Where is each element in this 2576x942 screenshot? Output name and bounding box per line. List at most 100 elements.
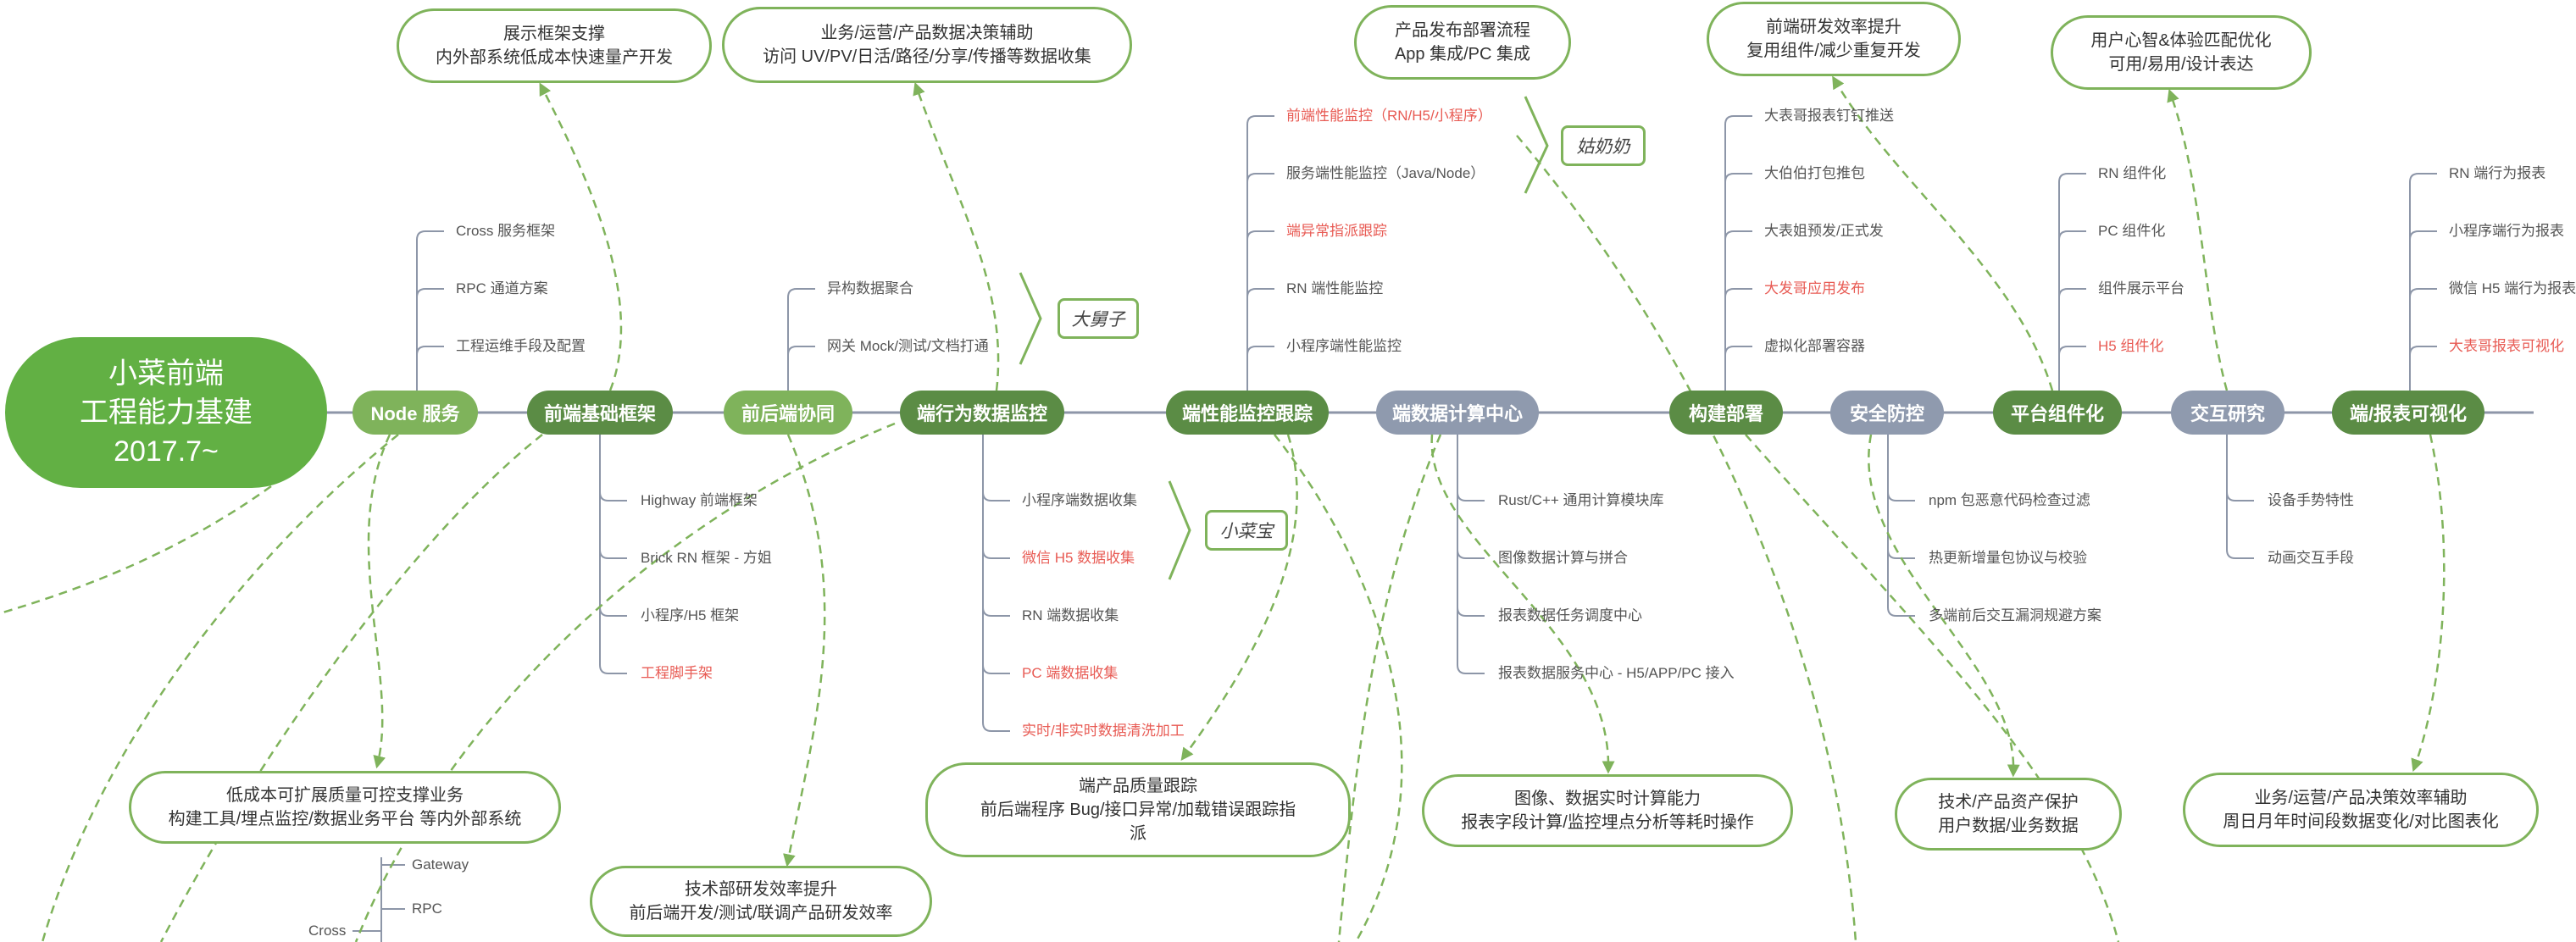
leaf-exception-track[interactable]: 端异常指派跟踪 xyxy=(1286,223,1387,239)
callout-decision-trend[interactable]: 业务/运营/产品决策效率辅助 周日月年时间段数据变化/对比图表化 xyxy=(2183,773,2539,847)
callout-quality-track[interactable]: 端产品质量跟踪 前后端程序 Bug/接口异常/加载错误跟踪指 派 xyxy=(925,762,1351,857)
callout-framework-support[interactable]: 展示框架支撑 内外部系统低成本快速量产开发 xyxy=(397,8,712,83)
branch-interaction-research[interactable]: 交互研究 xyxy=(2171,391,2285,435)
branch-behavior-monitor[interactable]: 端行为数据监控 xyxy=(900,391,1064,435)
callout-detail: 访问 UV/PV/日活/路径/分享/传播等数据收集 xyxy=(763,47,1091,66)
leaf-ops-config[interactable]: 工程运维手段及配置 xyxy=(456,338,586,354)
leaf-connector xyxy=(1246,173,1274,183)
callout-title: 产品发布部署流程 xyxy=(1395,21,1530,40)
leaf-connector xyxy=(599,549,627,559)
leaf-rust-cpp-lib[interactable]: Rust/C++ 通用计算模块库 xyxy=(1498,492,1664,508)
callout-low-cost[interactable]: 低成本可扩展质量可控支撑业务 构建工具/埋点监控/数据业务平台 等内外部系统 xyxy=(129,771,561,844)
leaf-rn-perf[interactable]: RN 端性能监控 xyxy=(1286,280,1384,296)
leaf-data-cleaning[interactable]: 实时/非实时数据清洗加工 xyxy=(1022,723,1185,739)
leaf-miniapp-collect[interactable]: 小程序端数据收集 xyxy=(1022,492,1137,508)
leaf-rn-components[interactable]: RN 组件化 xyxy=(2098,165,2167,181)
leaf-container[interactable]: 虚拟化部署容器 xyxy=(1764,338,1865,354)
branch-label: 前后端协同 xyxy=(741,403,835,424)
leaf-scaffold[interactable]: 工程脚手架 xyxy=(641,665,713,681)
dashed-link xyxy=(1337,434,1442,942)
leaf-connector xyxy=(1724,115,1752,125)
leaf-prerelease[interactable]: 大表姐预发/正式发 xyxy=(1764,223,1884,239)
sub-item-rpc[interactable]: RPC xyxy=(412,900,442,917)
dashed-link xyxy=(159,434,543,942)
leaf-connector xyxy=(1724,173,1752,183)
leaf-rpc-channel[interactable]: RPC 通道方案 xyxy=(456,280,548,296)
leaf-rn-report[interactable]: RN 端行为报表 xyxy=(2449,165,2546,181)
callout-detail: 前后端程序 Bug/接口异常/加载错误跟踪指 xyxy=(980,801,1296,819)
branch-label: 安全防控 xyxy=(1849,403,1924,424)
leaf-wechat-h5-collect[interactable]: 微信 H5 数据收集 xyxy=(1022,550,1135,566)
branch-infra-framework[interactable]: 前端基础框架 xyxy=(527,391,673,435)
callout-title: 展示框架支撑 xyxy=(503,25,605,43)
leaf-app-release[interactable]: 大发哥应用发布 xyxy=(1764,280,1865,296)
callout-realtime-compute[interactable]: 图像、数据实时计算能力 报表字段计算/监控埋点分析等耗时操作 xyxy=(1422,774,1793,847)
callout-title: 低成本可扩展质量可控支撑业务 xyxy=(226,786,464,805)
leaf-rn-collect[interactable]: RN 端数据收集 xyxy=(1022,607,1119,623)
leaf-package-push[interactable]: 大伯伯打包推包 xyxy=(1764,165,1865,181)
leaf-connector xyxy=(416,288,444,298)
sub-item-cross[interactable]: Cross xyxy=(308,923,347,939)
dashed-link xyxy=(41,434,399,942)
leaf-image-compute[interactable]: 图像数据计算与拼合 xyxy=(1498,550,1628,566)
branch-perf-monitor[interactable]: 端性能监控跟踪 xyxy=(1166,391,1329,435)
leaf-connector xyxy=(2409,230,2437,241)
leaf-dingtalk-push[interactable]: 大表哥报表钉钉推送 xyxy=(1764,108,1894,124)
leaf-pc-collect[interactable]: PC 端数据收集 xyxy=(1022,665,1119,681)
branch-build-deploy[interactable]: 构建部署 xyxy=(1669,391,1783,435)
branch-visualization[interactable]: 端/报表可视化 xyxy=(2332,391,2484,435)
sub-item-gateway[interactable]: Gateway xyxy=(412,856,469,873)
callout-detail: 内外部系统低成本快速量产开发 xyxy=(436,48,673,67)
branch-label: 平台组件化 xyxy=(2010,403,2104,424)
leaf-connector xyxy=(1457,664,1485,674)
leaf-gesture[interactable]: 设备手势特性 xyxy=(2268,492,2354,508)
leaf-data-aggregation[interactable]: 异构数据聚合 xyxy=(827,280,913,296)
leaf-miniapp-perf[interactable]: 小程序端性能监控 xyxy=(1286,338,1402,354)
leaf-frontend-perf[interactable]: 前端性能监控（RN/H5/小程序） xyxy=(1286,108,1492,124)
callout-dev-efficiency[interactable]: 前端研发效率提升 复用组件/减少重复开发 xyxy=(1707,2,1961,76)
branch-compute-center[interactable]: 端数据计算中心 xyxy=(1376,391,1539,435)
leaf-report-scheduler[interactable]: 报表数据任务调度中心 xyxy=(1498,607,1642,623)
leaf-pc-components[interactable]: PC 组件化 xyxy=(2098,223,2166,239)
leaf-report-service[interactable]: 报表数据服务中心 - H5/APP/PC 接入 xyxy=(1498,665,1735,681)
branch-node-service[interactable]: Node 服务 xyxy=(353,391,478,435)
leaf-animation[interactable]: 动画交互手段 xyxy=(2268,550,2354,566)
leaf-connector xyxy=(982,722,1010,732)
root-node[interactable]: 小菜前端 工程能力基建 2017.7~ xyxy=(5,337,327,488)
leaf-highway-framework[interactable]: Highway 前端框架 xyxy=(641,492,758,508)
leaf-connector xyxy=(1457,491,1485,501)
callout-decision-visit[interactable]: 业务/运营/产品数据决策辅助 访问 UV/PV/日活/路径/分享/传播等数据收集 xyxy=(722,7,1132,83)
leaf-hotupdate-verify[interactable]: 热更新增量包协议与校验 xyxy=(1929,550,2087,566)
leaf-cross-framework[interactable]: Cross 服务框架 xyxy=(456,223,556,239)
callout-user-mind[interactable]: 用户心智&体验匹配优化 可用/易用/设计表达 xyxy=(2051,15,2312,90)
leaf-miniapp-report[interactable]: 小程序端行为报表 xyxy=(2449,223,2564,239)
tag-gunainai[interactable]: 姑奶奶 xyxy=(1561,125,1646,166)
leaf-wechat-report[interactable]: 微信 H5 端行为报表 xyxy=(2449,280,2576,296)
leaf-component-showcase[interactable]: 组件展示平台 xyxy=(2098,280,2185,296)
callout-title: 用户心智&体验匹配优化 xyxy=(2090,31,2272,50)
callout-tech-efficiency[interactable]: 技术部研发效率提升 前后端开发/测试/联调产品研发效率 xyxy=(590,866,932,937)
leaf-connector xyxy=(416,230,444,241)
branch-collaboration[interactable]: 前后端协同 xyxy=(724,391,852,435)
leaf-miniapp-h5[interactable]: 小程序/H5 框架 xyxy=(641,607,740,623)
callout-release-flow[interactable]: 产品发布部署流程 App 集成/PC 集成 xyxy=(1354,5,1571,80)
leaf-vuln-avoid[interactable]: 多端前后交互漏洞规避方案 xyxy=(1929,607,2101,623)
callout-detail-cont: 派 xyxy=(1130,824,1146,843)
leaf-npm-check[interactable]: npm 包恶意代码检查过滤 xyxy=(1929,492,2090,508)
leaf-connector xyxy=(2409,288,2437,298)
callout-detail: 可用/易用/设计表达 xyxy=(2108,55,2254,74)
branch-security[interactable]: 安全防控 xyxy=(1830,391,1944,435)
tag-dashuzi[interactable]: 大舅子 xyxy=(1058,298,1139,339)
branch-platform-components[interactable]: 平台组件化 xyxy=(1993,391,2122,435)
callout-asset-protect[interactable]: 技术/产品资产保护 用户数据/业务数据 xyxy=(1895,778,2122,851)
leaf-h5-components[interactable]: H5 组件化 xyxy=(2098,338,2164,354)
leaf-gateway-mock[interactable]: 网关 Mock/测试/文档打通 xyxy=(827,338,989,354)
leaf-brick-rn[interactable]: Brick RN 框架 - 方姐 xyxy=(641,550,772,566)
leaf-server-perf[interactable]: 服务端性能监控（Java/Node） xyxy=(1286,165,1485,181)
leaf-report-visualization[interactable]: 大表哥报表可视化 xyxy=(2449,338,2564,354)
dashed-link xyxy=(1516,135,1857,942)
branch-label: 端数据计算中心 xyxy=(1391,403,1523,424)
tag-bracket xyxy=(1168,480,1191,580)
leaf-connector xyxy=(2226,491,2254,501)
tag-xiaocaibao[interactable]: 小菜宝 xyxy=(1205,510,1288,551)
